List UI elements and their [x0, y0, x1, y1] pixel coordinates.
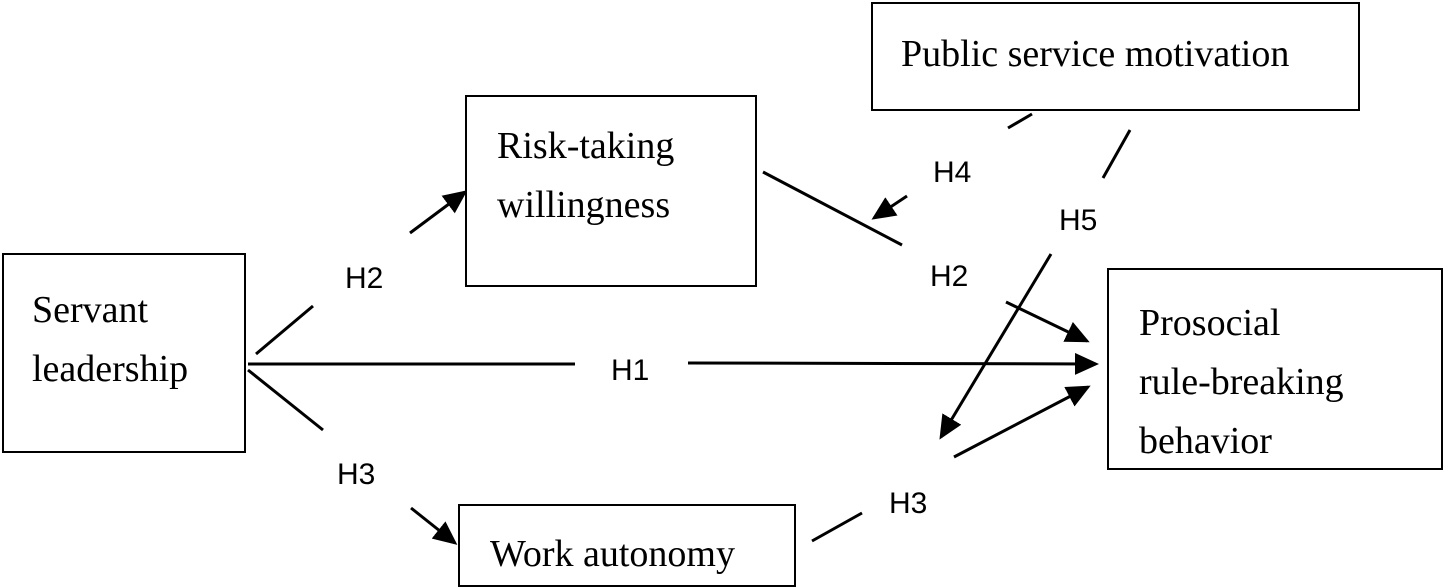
node-servant-leadership: Servant leadership [2, 253, 246, 453]
edge-h2-in-upper [409, 190, 468, 235]
node-servant-leadership-line-2: leadership [32, 347, 189, 390]
node-risk-taking-willingness: Risk-taking willingness [465, 95, 757, 287]
hypothesis-label-h1: H1 [611, 354, 650, 387]
node-work-autonomy-label: Work autonomy [490, 533, 735, 575]
node-public-service-motivation: Public service motivation [871, 2, 1360, 111]
hypothesis-label-h3-first: H3 [337, 458, 376, 491]
edge-h5-lower [939, 253, 1053, 440]
edge-h4-lower [871, 194, 908, 220]
edge-h1-right [687, 352, 1099, 375]
edge-h3-out-upper [953, 385, 1091, 459]
node-risk-taking-line-1: Risk-taking [497, 125, 675, 167]
edge-h3-out-lower [811, 511, 863, 543]
node-servant-leadership-line-1: Servant [32, 289, 149, 331]
hypothesis-label-h2-second: H2 [930, 260, 969, 293]
node-work-autonomy: Work autonomy [458, 504, 796, 587]
edge-h4-upper [1007, 112, 1033, 130]
hypothesis-label-h3-second: H3 [889, 487, 928, 520]
edge-h2-out-upper [762, 170, 903, 247]
edge-h2-in-lower [255, 304, 314, 356]
node-prosocial-rule-breaking-behavior: Prosocial rule-breaking behavior [1107, 268, 1443, 470]
node-prosocial-line-2: rule-breaking [1139, 360, 1344, 403]
node-public-service-motivation-label: Public service motivation [901, 33, 1290, 75]
hypothesis-label-h5: H5 [1059, 204, 1098, 237]
edge-h3-in-lower [410, 506, 458, 545]
hypothesis-label-h4: H4 [933, 156, 972, 189]
hypothesis-label-h2-first: H2 [345, 262, 384, 295]
edge-h3-in-upper [247, 368, 324, 432]
edge-h5-upper [1101, 129, 1132, 179]
node-risk-taking-line-2: willingness [497, 183, 671, 226]
node-prosocial-line-3: behavior [1139, 419, 1272, 462]
node-prosocial-line-1: Prosocial [1139, 302, 1281, 344]
